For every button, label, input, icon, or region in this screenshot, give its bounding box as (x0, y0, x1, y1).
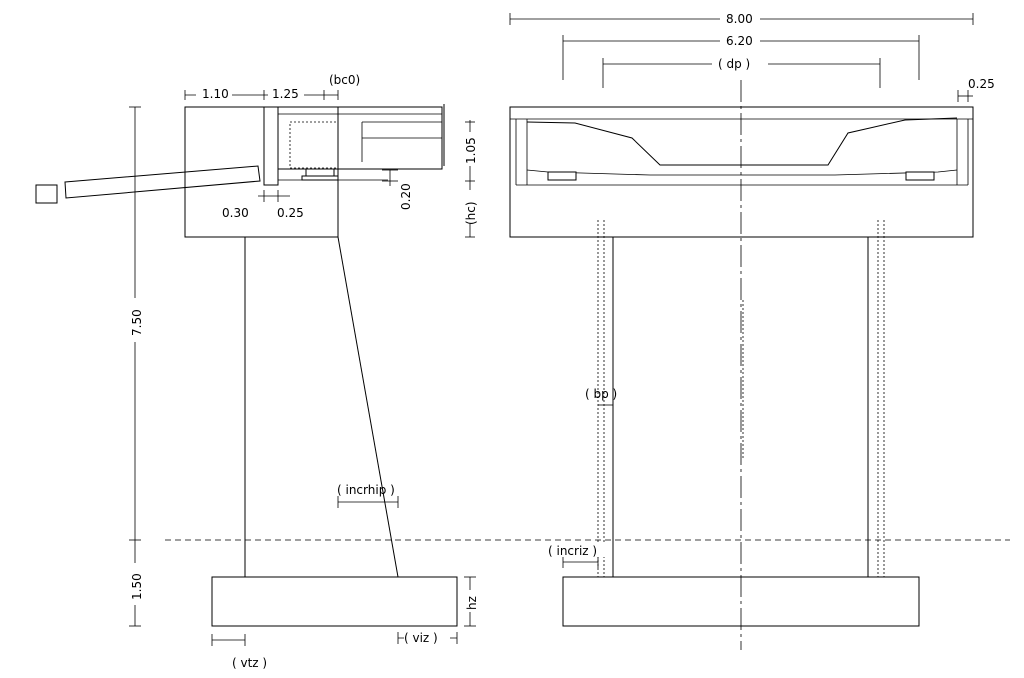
dim-label-030: 0.30 (222, 206, 249, 220)
label-bg (127, 563, 143, 605)
side-back-wall (263, 106, 279, 186)
dim-label-vtz: ( vtz ) (232, 656, 267, 670)
label-bg (720, 12, 760, 26)
dim-label-025-front: 0.25 (968, 77, 995, 91)
dim-label-bp: ( bp ) (585, 387, 617, 401)
front-footing (562, 576, 920, 627)
label-bg (462, 590, 478, 612)
dim-label-750: 7.50 (130, 309, 144, 336)
front-bearing-left (547, 171, 577, 181)
approach-slab (64, 165, 261, 199)
dim-label-125: 1.25 (272, 87, 299, 101)
label-bg (720, 34, 760, 48)
dim-label-800: 8.00 (726, 12, 753, 26)
label-bg (462, 132, 478, 166)
side-view: 1.10 1.25 (bc0) 1.05 (hc) 0.20 0.30 0.25… (35, 73, 479, 670)
box-girder-soffit (526, 169, 958, 176)
label-bg (127, 298, 143, 342)
side-column-right (337, 236, 399, 578)
dim-label-hc: (hc) (464, 201, 478, 225)
dim-label-620: 6.20 (726, 34, 753, 48)
front-bearing-right (905, 171, 935, 181)
dim-label-incriz: ( incriz ) (548, 544, 597, 558)
label-bg (548, 543, 612, 557)
side-diaphragm (289, 121, 339, 169)
label-bg (196, 87, 232, 101)
front-cap-beam (509, 106, 974, 238)
dim-label-bc0: (bc0) (329, 73, 360, 87)
dim-label-incrhip: ( incrhip ) (337, 483, 395, 497)
dim-label-viz: ( viz ) (404, 631, 438, 645)
label-bg (462, 190, 478, 224)
side-bearing-base (301, 175, 339, 181)
label-bg (712, 57, 768, 71)
front-view: 8.00 6.20 ( dp ) 0.25 ( bp ) ( incriz ) (509, 12, 995, 650)
approach-slab-end (35, 184, 58, 204)
side-bearing (305, 168, 335, 177)
dim-label-dp: ( dp ) (718, 57, 750, 71)
box-girder-profile (526, 117, 958, 166)
label-bg (404, 631, 450, 645)
dim-label-025-side: 0.25 (277, 206, 304, 220)
dim-label-105: 1.05 (464, 137, 478, 164)
dim-label-110: 1.10 (202, 87, 229, 101)
dim-label-020: 0.20 (399, 183, 413, 210)
dim-label-150: 1.50 (130, 573, 144, 600)
dim-label-hz: hz (465, 596, 479, 610)
side-footing (211, 576, 458, 627)
label-bg (268, 87, 304, 101)
